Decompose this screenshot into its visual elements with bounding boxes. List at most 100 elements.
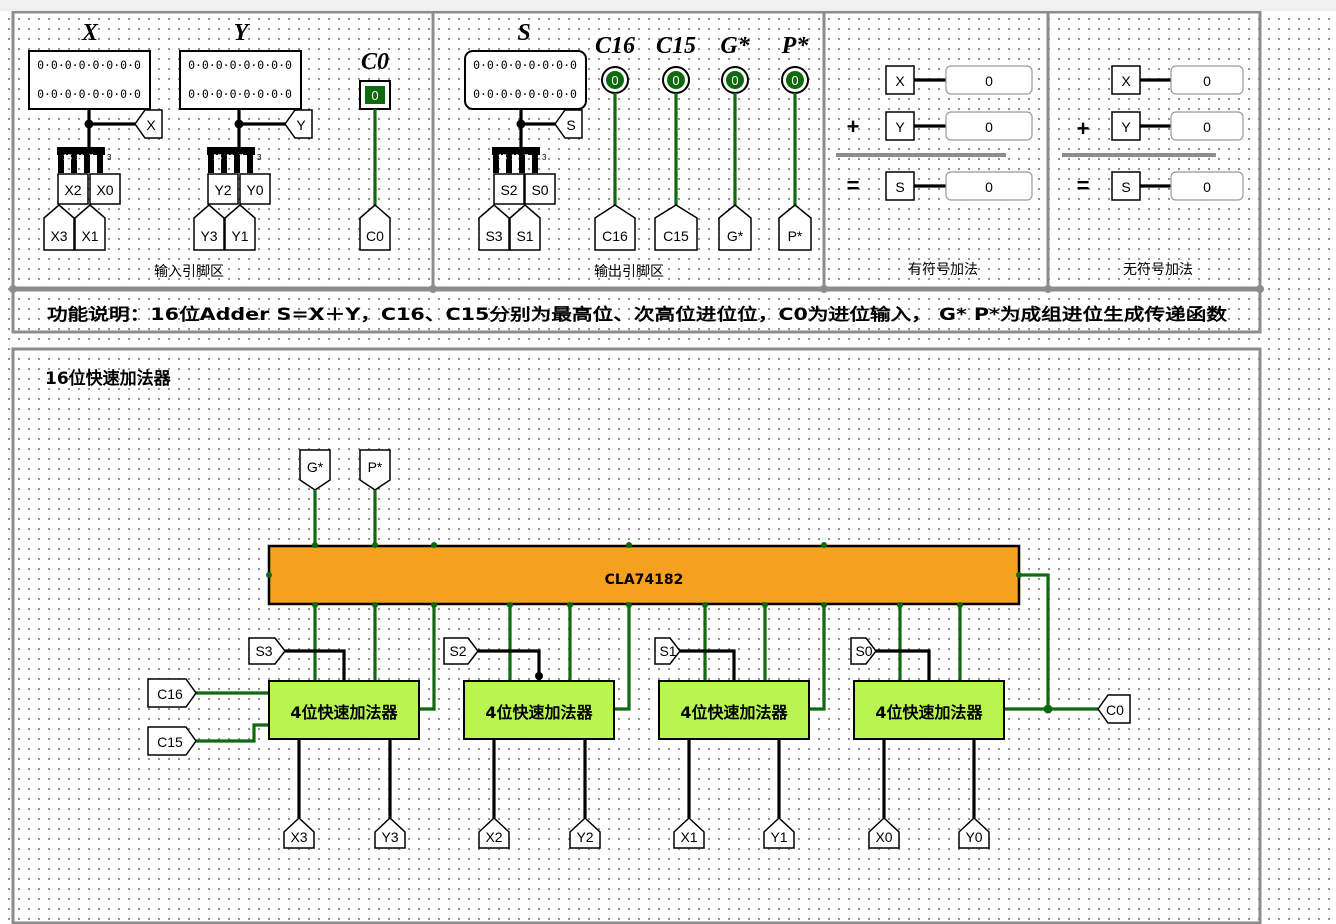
svg-text:G*: G* [307,459,324,475]
signed-x-display [945,65,1033,95]
s-out-tunnels: S3 S1 [478,204,541,251]
adder-block-0[interactable]: 4位快速加法器 [853,680,1005,740]
main-c0-tunnel: C0 [1097,694,1131,724]
adder-label: 4位快速加法器 [875,703,983,722]
s-output-pin: 0·0·0·0·0·0·0·0 0·0·0·0·0·0·0·0 [464,50,587,110]
s-tunnel: S [554,109,583,139]
signed-caption: 有符号加法 [908,262,978,278]
s-split-tunnels: S2 S0 [493,173,556,205]
svg-text:S2: S2 [449,643,466,659]
led-wires [613,93,797,218]
svg-text:P*: P* [368,459,383,475]
adder-block-1[interactable]: 4位快速加法器 [658,680,810,740]
cla74182-block[interactable]: CLA74182 [267,544,1021,606]
svg-text:X: X [146,117,156,133]
y-split-tunnels: Y2 Y0 [207,173,271,205]
p-title: P* [781,33,810,59]
signed-s-row: S 0 [885,171,1033,201]
svg-text:S: S [895,179,904,195]
window-top-strip [0,0,1336,11]
adder-label: 4位快速加法器 [290,703,398,722]
signed-equals: = [847,173,860,198]
svg-text:Y3: Y3 [200,228,217,244]
s-title: S [517,20,530,46]
adder-label: 4位快速加法器 [680,703,788,722]
svg-text:0: 0 [985,179,993,195]
svg-text:7: 7 [239,153,244,162]
adder-block-3[interactable]: 4位快速加法器 [268,680,420,740]
cla-label: CLA74182 [605,572,684,588]
svg-text:0: 0 [731,73,738,88]
svg-text:3: 3 [257,153,262,162]
x-split-tunnels: X2 X0 [57,173,121,205]
y-bits-row1[interactable]: 0·0·0·0·0·0·0·0 [188,58,292,72]
svg-text:3: 3 [107,153,112,162]
unsigned-x-display [1170,65,1244,95]
unsigned-y-display [1170,111,1244,141]
c0-title: C0 [361,49,389,75]
adder-label: 4位快速加法器 [485,703,593,722]
function-description: 功能说明：16位Adder S=X＋Y，C16、C15分别为最高位、次高位进位位… [47,304,1228,324]
svg-text:X: X [1121,73,1131,89]
svg-text:15: 15 [213,153,222,162]
main-g-tunnel: G* [299,449,331,491]
svg-text:0: 0 [672,73,679,88]
c16-led: 0 [601,66,629,94]
main-s1-tunnel: S1 [654,637,681,665]
svg-text:11: 11 [226,153,235,162]
y-tunnel: Y [284,109,313,139]
y-title: Y [234,20,251,46]
svg-text:Y2: Y2 [576,829,593,845]
output-area-caption: 输出引脚区 [594,264,664,280]
unsigned-x-row: X 0 [1111,65,1244,95]
svg-text:S2: S2 [500,182,517,198]
x-input-pin[interactable]: 0·0·0·0·0·0·0·0 0·0·0·0·0·0·0·0 [28,50,151,110]
svg-text:Y3: Y3 [381,829,398,845]
c0-input-pin[interactable]: 0 [359,80,391,110]
svg-text:Y1: Y1 [770,829,787,845]
svg-text:S: S [566,117,575,133]
cla-port-dots [266,542,1022,608]
y-input-pin[interactable]: 0·0·0·0·0·0·0·0 0·0·0·0·0·0·0·0 [179,50,302,110]
x-bits-row2[interactable]: 0·0·0·0·0·0·0·0 [37,87,141,101]
svg-text:S3: S3 [485,228,502,244]
svg-text:0: 0 [791,73,798,88]
svg-text:0: 0 [985,119,993,135]
circuit-title: 16位快速加法器 [45,368,172,389]
cla-adder-wires [193,573,1098,743]
svg-text:0: 0 [371,88,378,103]
g-led: 0 [721,66,749,94]
svg-text:C15: C15 [663,228,689,244]
svg-text:11: 11 [76,153,85,162]
signed-s-display [945,171,1033,201]
p-tunnel: P* [778,204,812,251]
unsigned-caption: 无符号加法 [1123,262,1193,278]
adder-block-2[interactable]: 4位快速加法器 [463,680,615,740]
main-c16-tunnel: C16 [147,678,197,708]
svg-text:15: 15 [63,153,72,162]
signed-y-row: Y 0 [885,111,1033,141]
signed-y-display [945,111,1033,141]
svg-text:X3: X3 [290,829,307,845]
svg-text:C0: C0 [366,228,384,244]
svg-text:Y1: Y1 [231,228,248,244]
main-p-tunnel: P* [359,449,391,491]
svg-text:X0: X0 [875,829,892,845]
unsigned-equals: = [1077,173,1090,198]
svg-text:X2: X2 [485,829,502,845]
x-bits-row1[interactable]: 0·0·0·0·0·0·0·0 [37,58,141,72]
x-title: X [81,20,99,46]
y-bits-row2[interactable]: 0·0·0·0·0·0·0·0 [188,87,292,101]
cla-top-wires [313,490,377,546]
main-c15-tunnel: C15 [147,726,197,756]
c15-led: 0 [662,66,690,94]
x-out-tunnels: X3 X1 [43,204,106,251]
svg-text:X1: X1 [81,228,98,244]
svg-text:S1: S1 [516,228,533,244]
svg-text:S0: S0 [531,182,548,198]
signed-x-row: X 0 [885,65,1033,95]
svg-text:Y: Y [895,119,905,135]
g-tunnel: G* [718,204,752,251]
x-splitter: 15 11 7 3 [57,147,112,173]
